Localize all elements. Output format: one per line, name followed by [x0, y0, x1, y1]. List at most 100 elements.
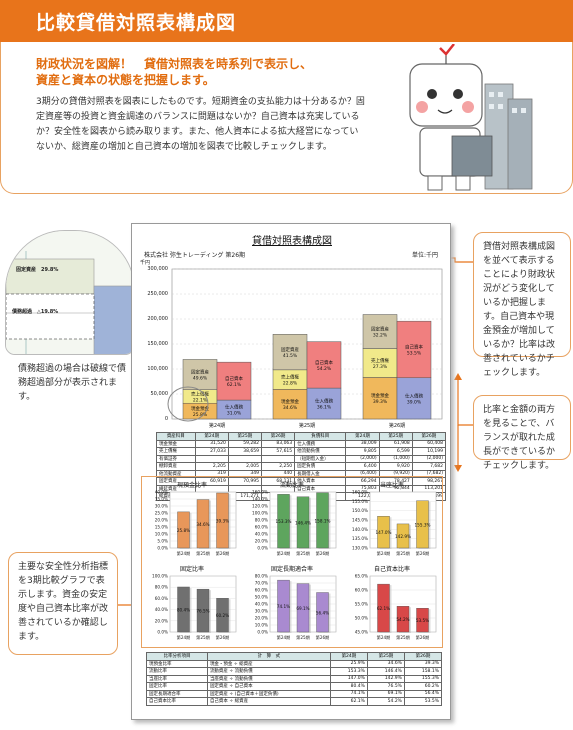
- ratio-x-tick: 第25期: [296, 550, 310, 557]
- ratio-y-tick: 50.0%: [255, 595, 268, 600]
- ratio-x-tick: 第24期: [277, 634, 291, 641]
- ratio-chart: 65.0%60.0%55.0%50.0%45.0%62.1%第24期54.2%第…: [355, 574, 437, 641]
- table-cell: 固定資産 ÷ 自己資本: [206, 682, 331, 691]
- bs-segment-label: 固定資産: [281, 346, 299, 353]
- ratio-bar-label: 69.1%: [296, 606, 309, 611]
- ratio-bar: [277, 579, 290, 633]
- ratio-bar: [416, 500, 429, 549]
- bs-segment-label: 固定資産: [191, 369, 209, 376]
- bs-segment-label: 売上債権: [371, 357, 389, 364]
- ratio-y-tick: 145.0%: [352, 518, 368, 523]
- table-cell: 74.1%: [329, 689, 368, 698]
- ratio-y-tick: 70.0%: [255, 581, 268, 586]
- ratio-bar-label: 60.2%: [216, 613, 229, 618]
- bs-segment-pct: 49.6%: [193, 376, 208, 382]
- ratio-y-tick: 0.0%: [157, 630, 168, 635]
- bs-segment-pct: 36.1%: [317, 405, 332, 411]
- table-cell: 9,805: [345, 447, 380, 456]
- table-cell: 6,400: [345, 462, 380, 471]
- ratio-bar: [196, 499, 210, 549]
- ratio-chart: 100.0%80.0%60.0%40.0%20.0%0.0%80.4%第24期7…: [152, 574, 237, 641]
- bs-segment-label: 自己資本: [405, 343, 423, 350]
- ratio-y-tick: 0.0%: [257, 546, 268, 551]
- highlight-circle: [167, 386, 209, 422]
- ratio-x-tick: 第25期: [296, 634, 310, 641]
- table-cell: 流動資産 ÷ 流動負債: [206, 667, 331, 676]
- table-cell: [194, 454, 229, 463]
- table-header: 計 算 式: [206, 652, 331, 661]
- table-cell: 38,659: [227, 447, 262, 456]
- ratio-y-tick: 10.0%: [255, 623, 268, 628]
- table-row: 有価証券（短期借入金）(2,000)(1,000)(2,000): [156, 454, 447, 463]
- table-cell: 固定比率: [146, 682, 208, 691]
- bs-segment-label: 仕入債務: [405, 392, 423, 399]
- ratio-y-tick: 150.0%: [352, 508, 368, 513]
- table-cell: 54.2%: [366, 697, 405, 706]
- ratio-y-tick: 60.0%: [155, 596, 168, 601]
- ratio-y-tick: 20.0%: [255, 539, 268, 544]
- table-header: 第26期: [411, 432, 447, 441]
- table-cell: 自己資本比率: [146, 697, 208, 706]
- ratio-y-tick: 140.0%: [352, 527, 368, 532]
- ratio-y-tick: 60.0%: [255, 525, 268, 530]
- report-company: 株式会社 弥生トレーディング 第26期: [144, 252, 246, 259]
- report-unit: 単位:千円: [411, 252, 438, 259]
- ratio-x-tick: 第26期: [316, 634, 330, 641]
- table-cell: (2,000): [411, 454, 447, 463]
- table-cell: 固定資産 ÷ (自己資本＋固定負債): [206, 689, 331, 698]
- table-cell: [260, 454, 296, 463]
- table-cell: 31,520: [194, 439, 229, 448]
- ratio-y-tick: 160.0%: [352, 490, 368, 495]
- table-cell: 当座資産 ÷ 流動負債: [206, 674, 331, 683]
- bs-segment: [362, 314, 398, 349]
- ratio-y-tick: 80.0%: [155, 585, 168, 590]
- table-header: 第26期: [403, 652, 443, 661]
- ratio-chart: 160.0%140.0%120.0%100.0%80.0%60.0%40.0%2…: [252, 490, 337, 557]
- bs-segment: [362, 377, 398, 420]
- table-cell: 固定長期適合率: [146, 689, 208, 698]
- table-cell: 25.9%: [329, 659, 368, 668]
- ratio-bar: [377, 583, 390, 633]
- table-cell: 83,063: [260, 439, 296, 448]
- deficit-note: 債務超過の場合は破線で債務超過部分が表示されます。: [18, 364, 127, 402]
- ratio-bar: [196, 588, 210, 633]
- bs-segment: [272, 334, 308, 371]
- ratio-x-tick: 第25期: [396, 550, 410, 557]
- ratio-y-tick: 100.0%: [152, 574, 168, 579]
- table-cell: 27,033: [194, 447, 229, 456]
- bs-segment-label: 売上債権: [281, 374, 299, 381]
- y-tick-label: 150,000: [147, 341, 168, 347]
- table-cell: 有価証券: [156, 454, 196, 463]
- table-header: 第24期: [194, 432, 229, 441]
- table-cell: 現預金比率: [146, 659, 208, 668]
- header-banner: 比較貸借対照表構成図: [0, 0, 573, 42]
- ratio-x-tick: 第26期: [316, 550, 330, 557]
- ratio-bar-label: 146.4%: [295, 520, 311, 525]
- balance-sheet-chart: 現金預金25.8%売上債権22.1%固定資産49.6%仕入債務31.0%自己資本…: [167, 268, 443, 422]
- bs-segment: [306, 341, 342, 389]
- ratio-y-tick: 135.0%: [352, 536, 368, 541]
- table-cell: 売上債権: [156, 447, 196, 456]
- table-cell: 60,408: [411, 439, 447, 448]
- ratio-bar: [316, 492, 329, 549]
- table-cell: （短期借入金）: [294, 454, 347, 463]
- period-label: 第24期: [208, 423, 226, 429]
- y-tick-label: 200,000: [147, 316, 168, 322]
- bs-segment-pct: 41.5%: [283, 353, 298, 359]
- ratio-bar-label: 62.1%: [377, 606, 390, 611]
- ratio-chart-title: 固定長期適合率: [270, 566, 313, 573]
- period-label: 第25期: [298, 423, 316, 429]
- y-axis-unit: 千円: [140, 260, 151, 266]
- table-cell: 流動比率: [146, 667, 208, 676]
- ratio-y-tick: 40.0%: [155, 607, 168, 612]
- ratio-chart-title: 固定比率: [179, 566, 204, 573]
- table-cell: 155.3%: [403, 674, 443, 683]
- table-cell: 棚卸資産: [156, 462, 196, 471]
- ratio-y-tick: 25.0%: [155, 511, 168, 516]
- ratio-y-tick: 35.0%: [155, 497, 168, 502]
- ratio-bar-label: 54.2%: [396, 617, 409, 622]
- ratio-y-tick: 30.0%: [255, 609, 268, 614]
